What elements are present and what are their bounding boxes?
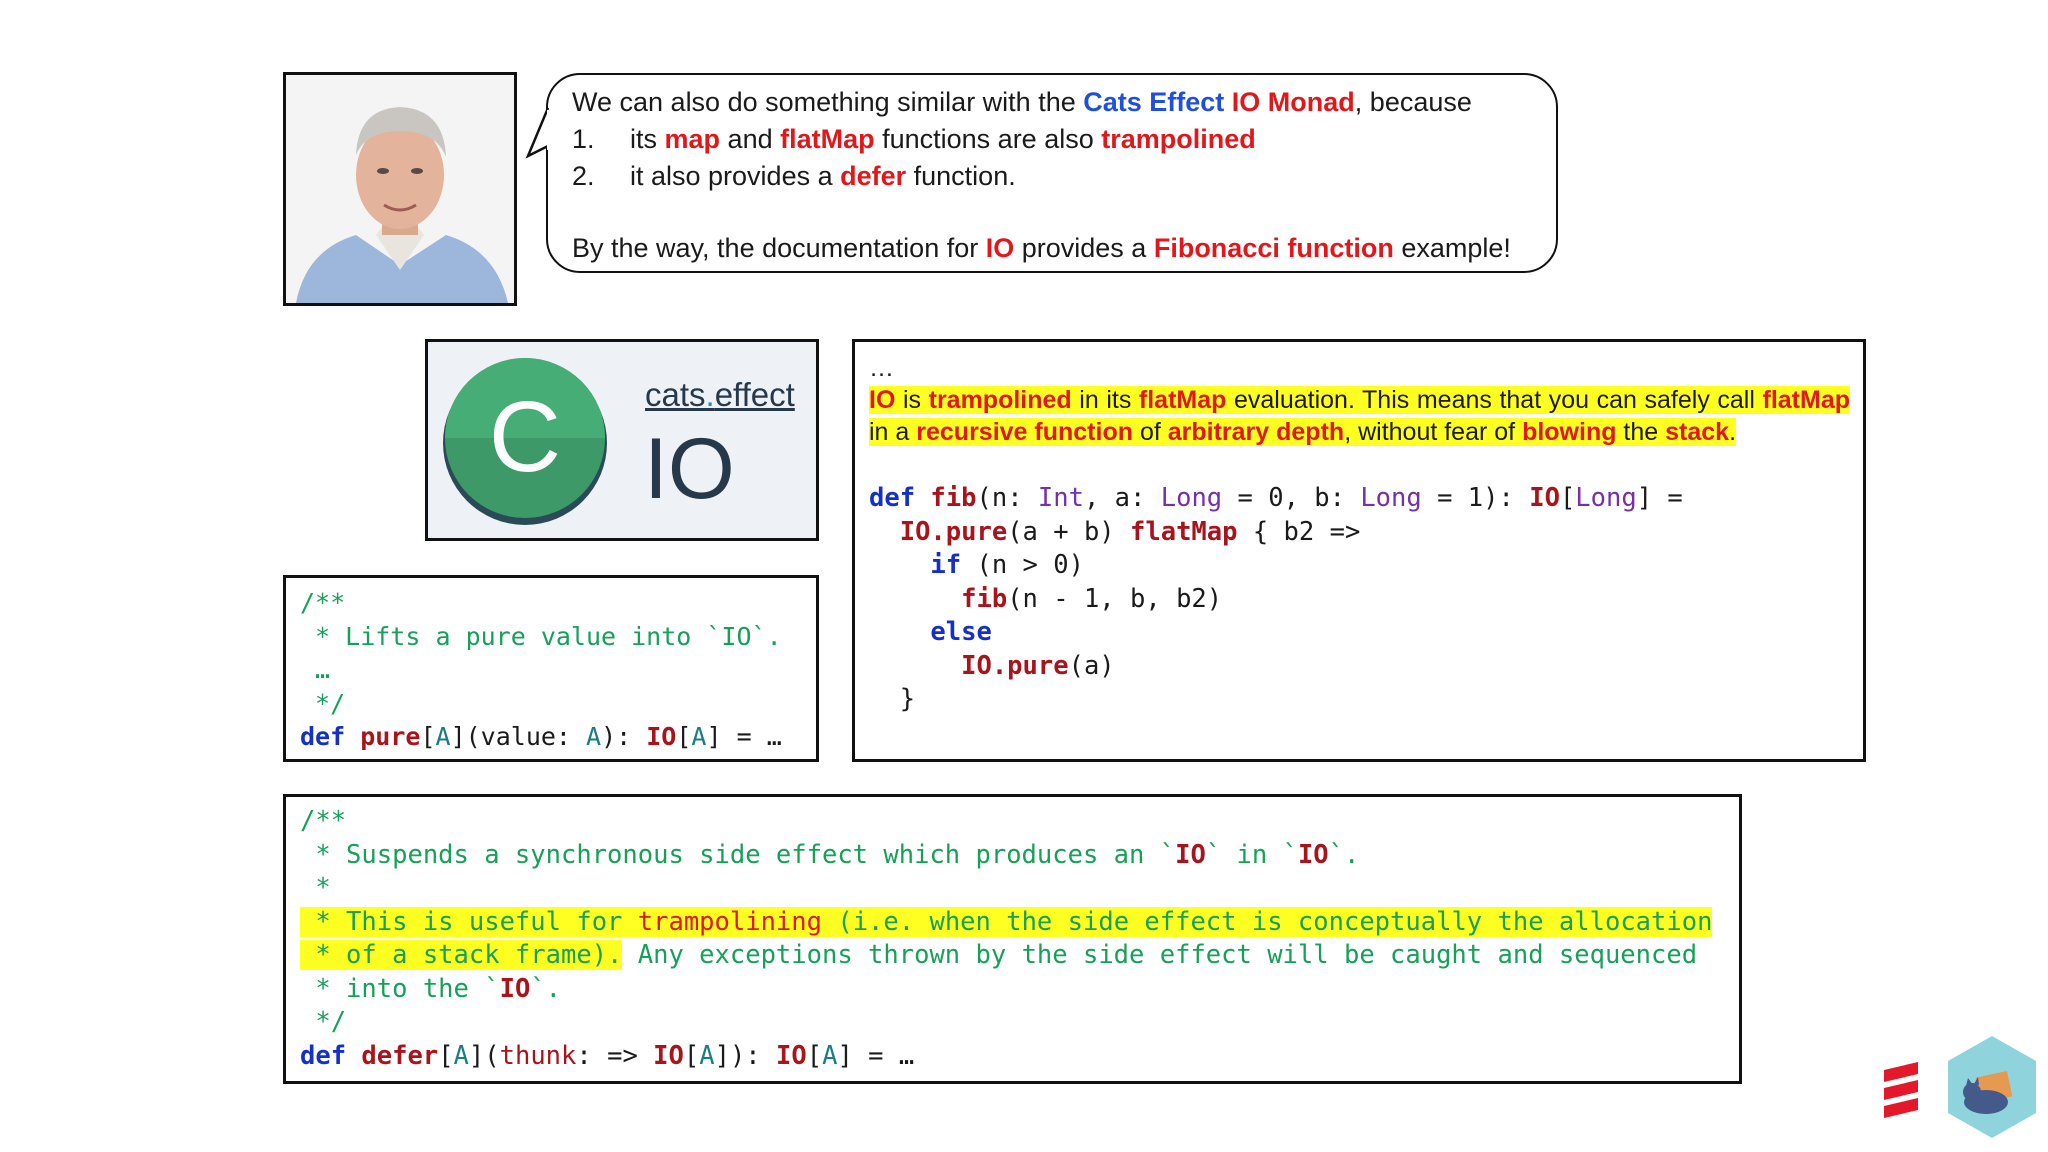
pure-doc-panel: /** * Lifts a pure value into `IO`. … */… bbox=[283, 575, 819, 762]
code-line: * Suspends a synchronous side effect whi… bbox=[300, 839, 1360, 870]
speech-bubble-tail-icon bbox=[525, 108, 553, 159]
presenter-avatar bbox=[283, 72, 517, 306]
ellipsis: … bbox=[869, 354, 894, 382]
highlighted-paragraph: IO is trampolined in its flatMap evaluat… bbox=[869, 386, 1850, 446]
code-line: else bbox=[930, 617, 992, 647]
cats-effect-logo-icon: C bbox=[443, 358, 607, 525]
bubble-item-1: 1.its map and flatMap functions are also… bbox=[572, 124, 1256, 154]
code-line: if (n > 0) bbox=[930, 550, 1084, 580]
code-line: def fib(n: Int, a: Long = 0, b: Long = 1… bbox=[869, 483, 1683, 513]
pure-code: /** * Lifts a pure value into `IO`. … */… bbox=[300, 586, 782, 754]
bubble-outro-line: By the way, the documentation for IO pro… bbox=[572, 233, 1511, 263]
cat-mascot-hexagon-logo-icon bbox=[1948, 1036, 2036, 1138]
code-line: * of a stack frame). Any exceptions thro… bbox=[300, 940, 1698, 970]
defer-signature: def defer[A](thunk: => IO[A]): IO[A] = … bbox=[300, 1040, 915, 1071]
code-line: /** bbox=[300, 588, 346, 617]
code-line: IO.pure(a) bbox=[961, 650, 1115, 681]
presenter-photo-icon bbox=[286, 75, 514, 303]
pure-signature: def pure[A](value: A): IO[A] = … bbox=[300, 722, 782, 751]
fib-description: … IO is trampolined in its flatMap evalu… bbox=[869, 352, 1850, 448]
code-line: IO.pure(a + b) flatMap { b2 => bbox=[899, 516, 1361, 547]
fib-code: def fib(n: Int, a: Long = 0, b: Long = 1… bbox=[869, 482, 1683, 717]
code-line: * Lifts a pure value into `IO`. bbox=[300, 621, 782, 651]
bubble-intro-line: We can also do something similar with th… bbox=[572, 87, 1472, 117]
code-line: * bbox=[300, 873, 331, 903]
code-line: * This is useful for trampolining (i.e. … bbox=[300, 906, 1713, 937]
code-line: */ bbox=[300, 688, 346, 718]
defer-code: /** * Suspends a synchronous side effect… bbox=[300, 805, 1713, 1073]
scala-logo-icon bbox=[1884, 1062, 1918, 1118]
code-line: … bbox=[300, 655, 331, 684]
speech-bubble-text: We can also do something similar with th… bbox=[572, 84, 1511, 267]
bubble-item-2: 2.it also provides a defer function. bbox=[572, 161, 1016, 191]
code-line: /** bbox=[300, 806, 347, 836]
code-line: * into the `IO`. bbox=[300, 973, 562, 1004]
code-line: } bbox=[899, 684, 916, 714]
cats-effect-logo-panel: C cats.effect IO bbox=[425, 339, 819, 541]
code-line: fib(n - 1, b, b2) bbox=[961, 583, 1223, 614]
fib-example-panel: … IO is trampolined in its flatMap evalu… bbox=[852, 339, 1866, 762]
speech-bubble bbox=[546, 73, 1558, 273]
io-wordmark: IO bbox=[644, 421, 735, 517]
logo-c-letter: C bbox=[489, 381, 561, 493]
code-line: */ bbox=[300, 1007, 347, 1037]
cats-effect-wordmark: cats.effect bbox=[645, 376, 795, 413]
defer-doc-panel: /** * Suspends a synchronous side effect… bbox=[283, 794, 1742, 1084]
